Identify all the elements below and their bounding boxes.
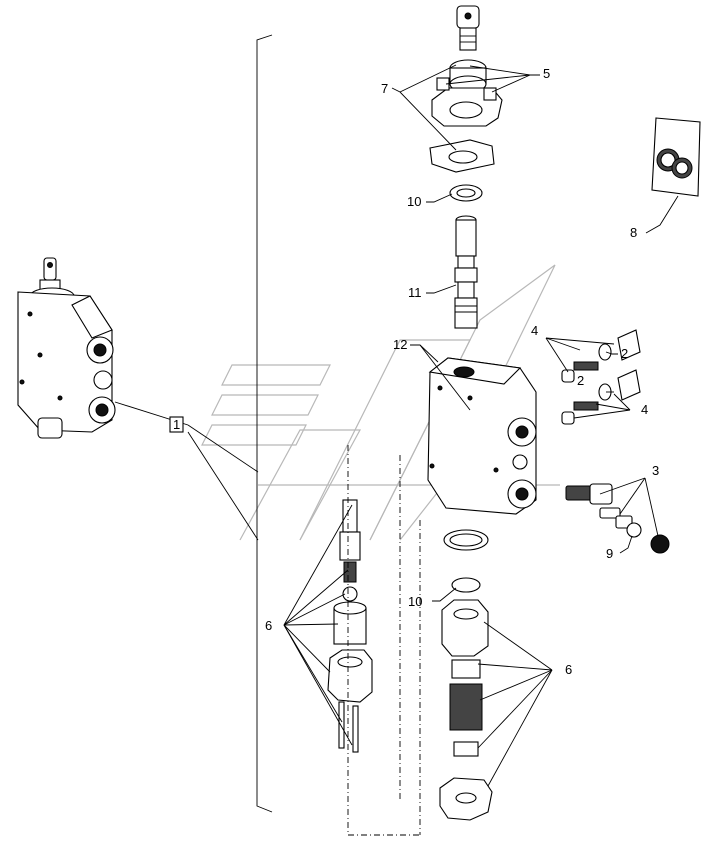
complete-valve-section [17,257,116,439]
callout-1: 1 [173,417,180,432]
callout-11: 11 [408,285,422,300]
callout-4-lower: 4 [641,402,648,417]
relief-valve [565,483,670,554]
assembly-center-lines [347,445,421,836]
callout-3: 3 [652,463,659,478]
cap-with-screws [431,77,503,127]
assembly-bracket [256,34,273,813]
spring-end-right [439,529,493,821]
callout-4-upper: 4 [531,323,538,338]
callout-5: 5 [543,66,550,81]
spool [454,215,478,329]
leader-lines [114,64,679,787]
seal-kit-bag [651,117,701,197]
callout-10-upper: 10 [407,194,421,209]
check-valve-upper [561,329,641,383]
seal-upper [449,184,483,202]
spool-eye-head [449,5,487,93]
callout-6-left: 6 [265,618,272,633]
callout-2-upper: 2 [621,346,628,361]
callout-6-right: 6 [565,662,572,677]
callout-8: 8 [630,225,637,240]
callout-2-lower: 2 [577,373,584,388]
callout-9: 9 [606,546,613,561]
callout-labels: 1 7 5 10 8 11 12 4 2 2 4 3 9 10 6 6 [169,66,659,677]
callout-10-lower: 10 [408,594,422,609]
gasket-plate [429,139,495,173]
valve-body [427,357,537,515]
callout-box-1 [169,416,184,433]
callout-7: 7 [381,81,388,96]
check-valve-lower [561,369,641,425]
callout-12: 12 [393,337,407,352]
spring-end-left [327,499,373,753]
